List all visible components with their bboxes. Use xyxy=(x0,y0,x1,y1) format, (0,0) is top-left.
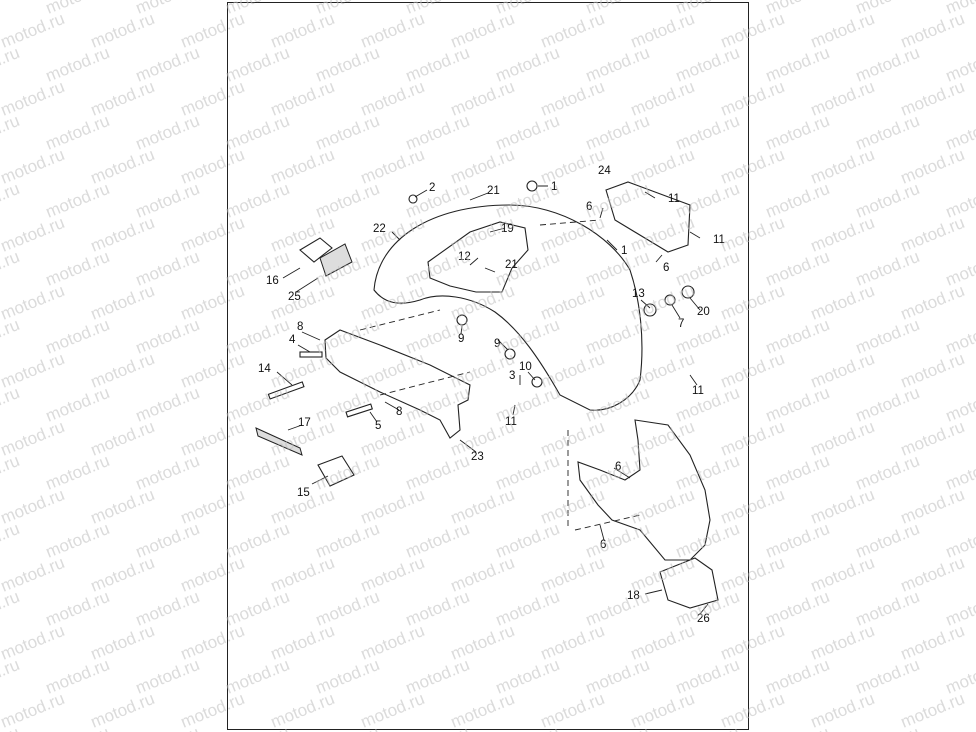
callout: 4 xyxy=(289,334,296,346)
cap-20 xyxy=(681,285,695,299)
callout: 1 xyxy=(621,245,627,257)
callout: 15 xyxy=(297,487,310,499)
callout: 19 xyxy=(501,223,514,235)
callout: 25 xyxy=(288,291,301,303)
reflector-16 xyxy=(299,237,333,263)
grommet-1 xyxy=(526,180,538,192)
callout: 9 xyxy=(458,333,464,345)
callout: 9 xyxy=(494,338,500,350)
washer-7 xyxy=(664,294,676,306)
callout: 26 xyxy=(697,613,710,625)
callout: 11 xyxy=(713,234,725,246)
callout: 23 xyxy=(471,451,484,463)
callout: 10 xyxy=(519,361,532,373)
license-bracket xyxy=(605,181,691,253)
fender-bracket xyxy=(427,221,529,293)
callout: 3 xyxy=(509,370,515,382)
callout: 12 xyxy=(458,251,471,263)
callout: 11 xyxy=(505,416,517,428)
callout: 17 xyxy=(298,417,311,429)
bolt-14 xyxy=(267,381,305,400)
callout: 2 xyxy=(429,182,435,194)
callout: 6 xyxy=(600,539,606,551)
reflector-15 xyxy=(317,455,355,487)
side-rail xyxy=(324,329,471,439)
callout: 13 xyxy=(632,288,645,300)
nut-9b xyxy=(504,348,516,360)
callout: 20 xyxy=(697,306,710,318)
callout: 1 xyxy=(551,181,557,193)
alignment-lines xyxy=(359,219,641,531)
tail-plate xyxy=(659,557,719,609)
bolt-4 xyxy=(299,351,323,358)
callout: 6 xyxy=(586,201,592,213)
callout: 5 xyxy=(375,420,381,432)
callout: 18 xyxy=(627,590,640,602)
reflector-17 xyxy=(255,427,303,456)
bolt-5 xyxy=(345,403,373,418)
callout: 8 xyxy=(297,321,303,333)
callout: 6 xyxy=(615,461,621,473)
reflector-25 xyxy=(319,243,353,277)
diagram-frame xyxy=(227,2,749,730)
leader-lines xyxy=(276,185,709,615)
callout: 14 xyxy=(258,363,271,375)
callout: 8 xyxy=(396,406,402,418)
nut-13 xyxy=(643,303,657,317)
callout: 24 xyxy=(598,165,611,177)
callout: 6 xyxy=(663,262,669,274)
callout: 11 xyxy=(692,385,704,397)
callout-labels: 1 1 2 3 4 5 6 6 6 6 7 8 8 9 9 10 11 11 1… xyxy=(258,165,725,625)
callout: 7 xyxy=(678,318,684,330)
callout: 22 xyxy=(373,223,386,235)
fender-extension xyxy=(577,419,711,561)
nut-9a xyxy=(456,314,468,326)
callout: 21 xyxy=(487,185,500,197)
callout: 21 xyxy=(505,259,518,271)
callout: 11 xyxy=(668,193,680,205)
callout: 16 xyxy=(266,275,279,287)
